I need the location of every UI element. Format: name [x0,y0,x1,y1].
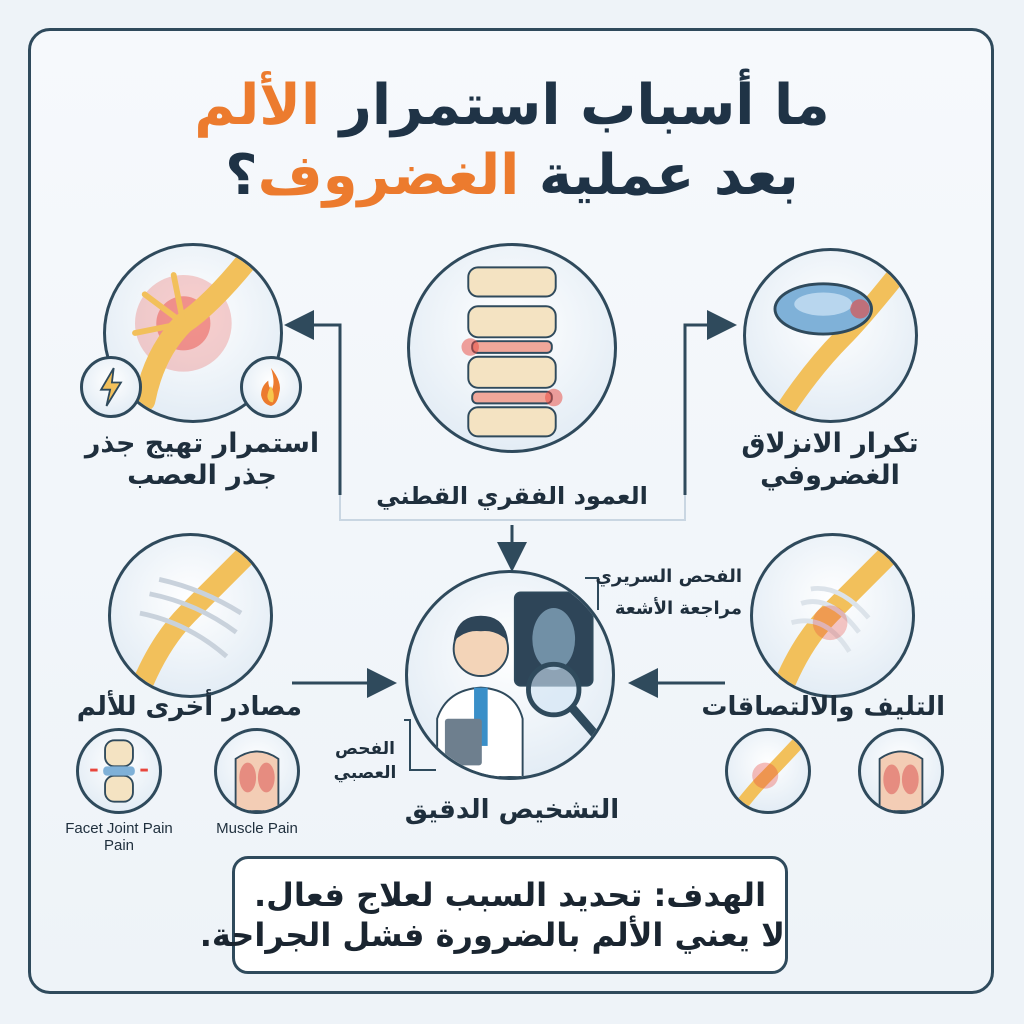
back-muscle-icon [234,750,280,811]
nerve-root-label: استمرار تهيج جذر جذر العصب [84,428,320,491]
recurrence-label: تكرار الانزلاق الغضروفي [741,428,919,491]
facet-joint-badge [76,728,162,814]
fire-icon [261,368,280,406]
other-sources-label: مصادر أخرى للألم [76,692,302,722]
doctor-icon [436,591,603,777]
diagnosis-label: التشخيص الدقيق [404,795,620,825]
exam-imaging-label: مراجعة الأشعة [614,598,742,619]
nerve-pain-icon [734,733,808,811]
title-highlight-pain: الألم [194,73,321,138]
muscle-badge [214,728,300,814]
spine-circle [407,243,617,453]
fire-badge [240,356,302,418]
lightning-badge [80,356,142,418]
magnifier-icon [526,661,582,718]
muscle-pain-label: Muscle Pain [216,820,298,837]
nerve-wrap-icon [129,536,267,695]
other-sources-circle [108,533,273,698]
herniated-disc-icon [773,260,911,420]
inflamed-nerve-icon [132,246,262,412]
goal-line-2: لا يعني الألم بالضرورة فشل الجراحة. [199,916,785,954]
facet-joint-label: Facet Joint Pain Pain [65,820,173,854]
fibrosis-icon [771,536,909,695]
exam-neuro-label: الفحص العصبي [333,739,397,783]
back-pain-badge [858,728,944,814]
diagnosis-circle [405,570,615,780]
goal-box: الهدف: تحديد السبب لعلاج فعال. لا يعني ا… [199,856,788,974]
back-muscle-icon [878,750,924,811]
title-line-2: بعد عملية الغضروف؟ [225,143,799,208]
title-line-1: ما أسباب استمرار الألم [194,73,830,138]
title-highlight-disc: الغضروف [257,143,520,208]
infographic-frame [28,28,994,994]
lightning-icon [99,367,123,407]
fibrosis-circle [750,533,915,698]
exam-clinical-label: الفحص السريري [595,566,742,587]
inflamed-nerve-badge [725,728,811,814]
fibrosis-label: التليف والالتصاقات [701,692,945,722]
spine-icon [461,266,563,438]
recurrence-circle [743,248,918,423]
joint-icon [90,739,148,803]
spine-label: العمود الفقري القطني [376,482,648,510]
goal-line-1: الهدف: تحديد السبب لعلاج فعال. [253,876,767,914]
